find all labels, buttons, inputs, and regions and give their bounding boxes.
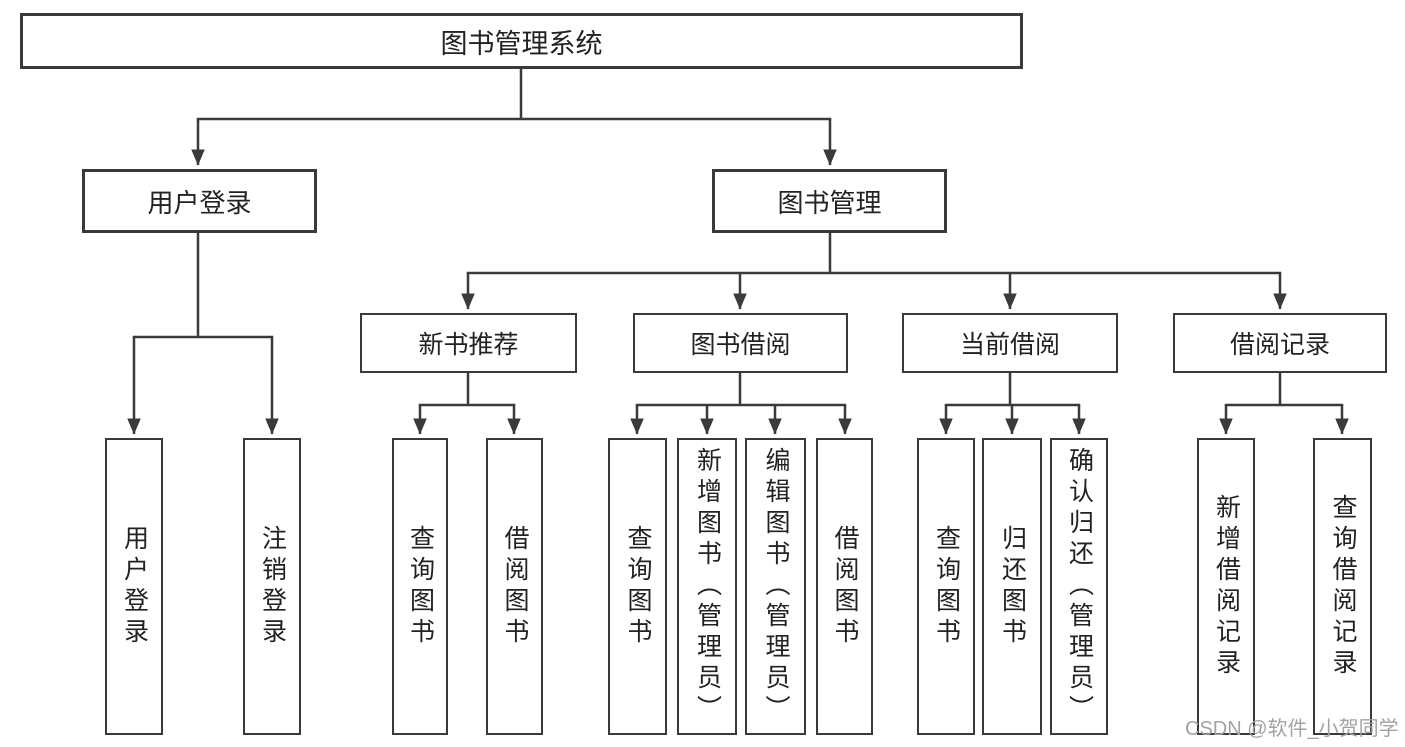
node-borrowing-records: 借阅记录 [1173, 313, 1387, 373]
node-book-management: 图书管理 [712, 169, 947, 233]
connector-root-rail [196, 68, 832, 121]
leaf-add-book-admin: 新增图书（管理员） [677, 438, 737, 735]
node-label: 注销登录 [258, 524, 287, 649]
node-label: 新增借阅记录 [1212, 493, 1241, 680]
node-label: 新增图书（管理员） [693, 447, 722, 726]
node-user-login: 用户登录 [82, 169, 317, 233]
node-new-book-recommendation: 新书推荐 [360, 313, 577, 373]
connector-book-management-rail [466, 233, 1282, 275]
leaf-return-books: 归还图书 [982, 438, 1042, 735]
connector-book-borrow-rail [635, 373, 847, 407]
node-label: 查询图书 [932, 524, 961, 649]
node-current-borrowing: 当前借阅 [902, 313, 1118, 373]
node-label: 借阅记录 [1229, 331, 1330, 359]
node-label: 当前借阅 [959, 331, 1060, 359]
node-label: 借阅图书 [831, 524, 859, 649]
node-label: 借阅图书 [501, 524, 529, 649]
leaf-query-books: 查询图书 [917, 438, 975, 735]
node-label: 归还图书 [998, 524, 1027, 649]
node-label: 新书推荐 [418, 331, 519, 359]
leaf-query-books: 查询图书 [608, 438, 667, 735]
node-label: 查询图书 [406, 524, 435, 649]
node-label: 用户登录 [147, 187, 252, 218]
node-label: 图书借阅 [690, 331, 791, 359]
leaf-confirm-return-admin: 确认归还（管理员） [1050, 438, 1108, 735]
node-library-management-system: 图书管理系统 [20, 13, 1023, 69]
node-book-borrowing: 图书借阅 [633, 313, 848, 373]
node-label: 图书管理 [777, 187, 882, 218]
connector-new-book-rail [418, 373, 516, 407]
leaf-edit-book-admin: 编辑图书（管理员） [745, 438, 806, 735]
connector-borrow-records-rail [1224, 373, 1344, 407]
leaf-borrow-books: 借阅图书 [816, 438, 873, 735]
watermark: CSDN @软件_小贺同学 [1185, 718, 1399, 740]
leaf-query-borrow-record: 查询借阅记录 [1313, 438, 1372, 735]
node-label: 查询图书 [624, 524, 652, 649]
leaf-logout: 注销登录 [243, 438, 301, 735]
leaf-query-books: 查询图书 [392, 438, 448, 735]
node-label: 查询借阅记录 [1329, 493, 1357, 680]
node-label: 编辑图书（管理员） [762, 447, 790, 726]
leaf-borrow-books: 借阅图书 [486, 438, 543, 735]
node-label: 用户登录 [120, 524, 149, 649]
connector-user-login-rail [132, 233, 274, 339]
leaf-user-login: 用户登录 [105, 438, 163, 735]
node-label: 图书管理系统 [440, 28, 603, 59]
leaf-add-borrow-record: 新增借阅记录 [1197, 438, 1255, 735]
node-label: 确认归还（管理员） [1065, 447, 1094, 726]
connector-current-borrow-rail [944, 373, 1081, 407]
